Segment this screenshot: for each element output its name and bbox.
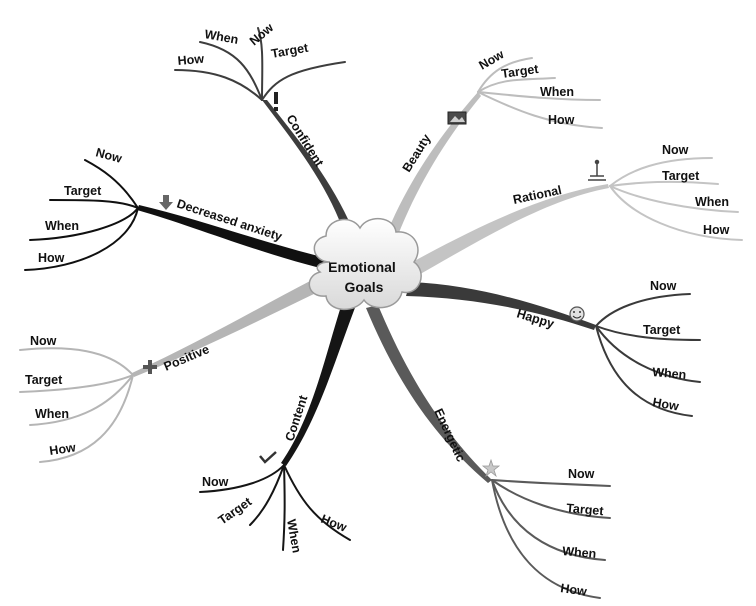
branch-content: [281, 303, 356, 466]
twigs-energetic: [491, 479, 611, 599]
leaf-positive-target[interactable]: Target: [25, 373, 63, 387]
twigs-rational: [609, 157, 743, 241]
leaf-positive-how[interactable]: How: [48, 440, 76, 458]
leaf-energetic-how[interactable]: How: [560, 581, 588, 599]
branch-label-energetic[interactable]: Energetic: [431, 406, 468, 464]
smiley-icon: [569, 306, 585, 322]
branch-happy: [406, 282, 596, 330]
leaf-rational-when[interactable]: When: [695, 195, 729, 209]
leaf-decreased-when[interactable]: When: [45, 219, 79, 233]
leaf-confident-when[interactable]: When: [203, 27, 239, 47]
twigs-happy: [595, 293, 701, 417]
central-topic-line1: Emotional: [328, 259, 396, 275]
leaf-happy-target[interactable]: Target: [643, 323, 681, 337]
leaf-beauty-when[interactable]: When: [540, 85, 574, 99]
branch-energetic: [366, 305, 492, 483]
branch-beauty: [376, 92, 481, 263]
check-icon: [259, 451, 277, 464]
leaf-happy-how[interactable]: How: [651, 395, 680, 413]
branch-rational: [398, 184, 609, 280]
leaf-rational-target[interactable]: Target: [662, 169, 700, 183]
leaf-content-when[interactable]: When: [284, 518, 304, 554]
leaf-energetic-when[interactable]: When: [562, 544, 597, 561]
leaf-beauty-target[interactable]: Target: [500, 62, 540, 81]
leaf-confident-how[interactable]: How: [177, 52, 205, 68]
twigs-beauty: [477, 57, 603, 129]
twigs-decreased: [24, 159, 139, 271]
leaf-decreased-target[interactable]: Target: [64, 184, 102, 198]
leaf-content-target[interactable]: Target: [216, 494, 255, 527]
branch-positive: [132, 280, 318, 377]
leaf-positive-now[interactable]: Now: [30, 334, 57, 348]
leaf-energetic-now[interactable]: Now: [568, 467, 595, 481]
leaf-energetic-target[interactable]: Target: [566, 501, 605, 518]
leaf-rational-how[interactable]: How: [703, 223, 730, 237]
image-icon: [447, 111, 467, 125]
leaf-rational-now[interactable]: Now: [662, 143, 689, 157]
leaf-confident-target[interactable]: Target: [270, 41, 310, 61]
leaf-beauty-how[interactable]: How: [548, 113, 575, 127]
plus-icon: [143, 360, 157, 374]
leaf-positive-when[interactable]: When: [35, 407, 69, 421]
leaf-happy-when[interactable]: When: [652, 365, 687, 382]
leaf-happy-now[interactable]: Now: [650, 279, 677, 293]
down-arrow-icon: [159, 195, 173, 210]
twigs-confident: [174, 27, 346, 101]
central-topic-line2: Goals: [345, 279, 384, 295]
twigs-positive: [19, 347, 134, 463]
leaf-decreased-how[interactable]: How: [38, 251, 65, 265]
leaf-decreased-now[interactable]: Now: [94, 145, 123, 165]
central-topic[interactable]: Emotional Goals: [308, 218, 422, 310]
branch-decreased: [137, 205, 326, 268]
branch-label-confident[interactable]: Confident: [283, 112, 326, 170]
twigs-content: [199, 464, 351, 551]
leaf-content-now[interactable]: Now: [202, 475, 229, 489]
exclamation-icon: [274, 92, 278, 111]
leaf-content-how[interactable]: How: [319, 512, 349, 535]
scales-icon: [588, 159, 606, 181]
star-icon: [481, 458, 501, 478]
